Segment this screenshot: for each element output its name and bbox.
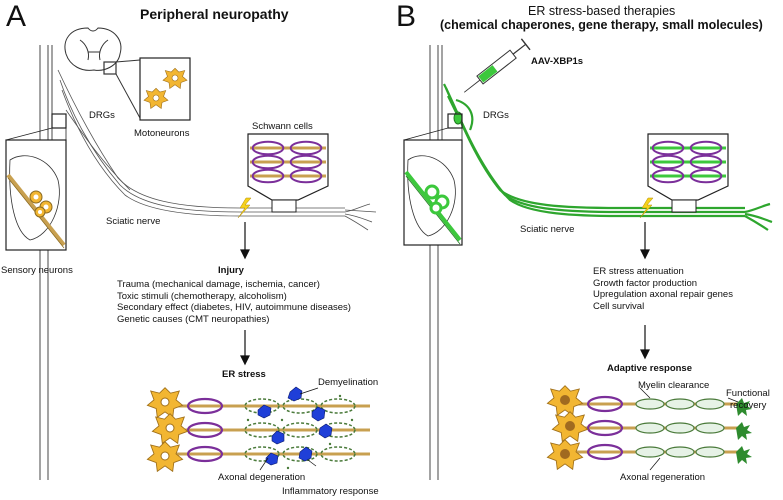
sciatic-nerve-label-b: Sciatic nerve (520, 224, 575, 235)
spinal-cord-b (429, 45, 443, 480)
drgs-label-b: DRGs (483, 110, 509, 121)
axonal-degeneration-label: Axonal degeneration (218, 472, 306, 483)
motoneurons-label: Motoneurons (134, 128, 190, 139)
injury-item: Secondary effect (diabetes, HIV, autoimm… (117, 302, 351, 313)
er-stress-label: ER stress (222, 369, 266, 380)
panel-b-title-line1: ER stress-based therapies (528, 4, 676, 18)
effects-list: ER stress attenuation Growth factor prod… (593, 266, 733, 312)
functional-recovery-label-1: Functional (726, 388, 770, 399)
spinal-cross-section-a (64, 27, 141, 119)
degenerating-nerve-a (146, 386, 370, 472)
injury-heading: Injury (218, 265, 244, 276)
lightning-icon-b (639, 197, 654, 219)
injury-item: Genetic causes (CMT neuropathies) (117, 313, 270, 325)
arrows-b (640, 222, 650, 360)
sciatic-nerve-label-a: Sciatic nerve (106, 216, 161, 227)
effect-item: Growth factor production (593, 277, 698, 289)
aav-label: AAV-XBP1s (531, 56, 584, 67)
panel-a-title: Peripheral neuropathy (140, 6, 289, 22)
regenerating-nerve-b (546, 385, 752, 471)
sensory-inset-b (403, 113, 463, 246)
effect-item: ER stress attenuation (593, 266, 684, 277)
demyelination-label: Demyelination (318, 377, 379, 388)
adaptive-response-label: Adaptive response (607, 363, 692, 374)
schwann-box-a (247, 133, 329, 213)
functional-recovery-label-2: recovery (730, 400, 767, 411)
inflammatory-response-label: Inflammatory response (282, 486, 379, 497)
panel-letter-a: A (6, 0, 27, 33)
injury-list: Trauma (mechanical damage, ischemia, can… (117, 279, 351, 325)
sensory-inset (5, 113, 67, 251)
syringe-icon (463, 38, 531, 93)
sensory-neurons-label: Sensory neurons (1, 265, 73, 276)
nerve-bundle-a (57, 69, 377, 231)
motoneuron-inset (139, 57, 191, 121)
lightning-icon (237, 197, 252, 219)
effect-item: Cell survival (593, 300, 645, 312)
injury-item: Toxic stimuli (chemotherapy, alcoholism) (117, 290, 287, 302)
effect-item: Upregulation axonal repair genes (593, 289, 733, 300)
myelin-clearance-label: Myelin clearance (638, 380, 710, 391)
spinal-cord-a (39, 45, 53, 480)
schwann-cells-label: Schwann cells (252, 121, 313, 132)
drgs-label-a: DRGs (89, 110, 115, 121)
arrows-a (240, 222, 250, 366)
panel-letter-b: B (396, 0, 417, 33)
schwann-box-b (647, 133, 729, 213)
panel-b-title-line2: (chemical chaperones, gene therapy, smal… (440, 18, 763, 32)
injury-item: Trauma (mechanical damage, ischemia, can… (117, 279, 320, 290)
axonal-regeneration-label: Axonal regeneration (620, 472, 706, 483)
